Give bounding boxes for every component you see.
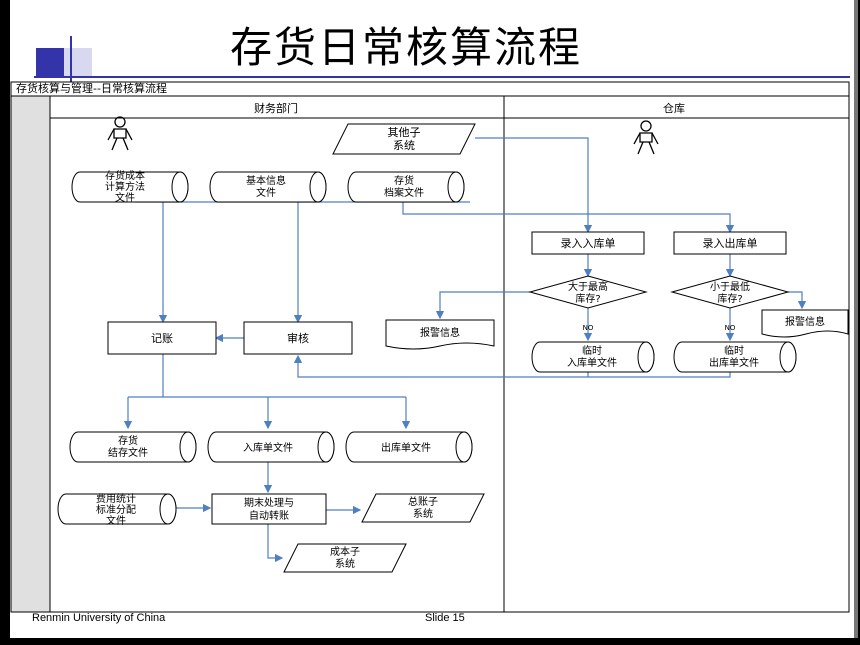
- svg-text:自动转账: 自动转账: [249, 509, 289, 522]
- lane-warehouse-label: 仓库: [663, 101, 685, 115]
- node-basic-info-file: 基本信息 文件: [209, 171, 327, 203]
- node-expense-file: 费用统计 标准分配 文件: [57, 492, 177, 527]
- svg-text:费用统计: 费用统计: [96, 492, 136, 505]
- svg-text:出库单文件: 出库单文件: [709, 356, 759, 369]
- node-other-system: 其他子 系统: [332, 123, 476, 155]
- svg-text:记账: 记账: [151, 332, 173, 345]
- node-bookkeeping: 记账: [107, 321, 217, 355]
- svg-text:小于最低: 小于最低: [710, 280, 750, 293]
- footer-slide-number: Slide 15: [425, 612, 465, 624]
- node-inbound-file: 入库单文件: [207, 431, 335, 463]
- node-temp-outbound: 临时 出库单文件: [673, 341, 797, 373]
- node-audit: 审核: [243, 321, 353, 355]
- svg-text:大于最高: 大于最高: [568, 280, 608, 293]
- title-decoration: [36, 48, 64, 76]
- svg-text:其他子: 其他子: [388, 126, 421, 139]
- svg-text:临时: 临时: [724, 344, 744, 357]
- node-cost-method-file: 存货成本 计算方法 文件: [71, 169, 189, 204]
- svg-text:审核: 审核: [287, 331, 309, 345]
- node-period-end: 期末处理与 自动转账: [211, 493, 327, 525]
- label-no-left: NO: [583, 324, 594, 332]
- lane-finance-label: 财务部门: [254, 101, 298, 115]
- svg-text:文件: 文件: [106, 514, 126, 527]
- node-alert-right: 报警信息: [761, 309, 849, 338]
- svg-text:文件: 文件: [256, 186, 276, 199]
- node-outbound-entry: 录入出库单: [673, 231, 787, 255]
- title-decoration-vline: [70, 36, 72, 84]
- node-inventory-archive: 存货 档案文件: [347, 171, 465, 203]
- svg-text:系统: 系统: [413, 507, 433, 520]
- node-alert-left: 报警信息: [385, 319, 495, 350]
- svg-text:总账子: 总账子: [408, 495, 438, 508]
- svg-text:存货: 存货: [118, 434, 138, 447]
- svg-text:成本子: 成本子: [330, 545, 360, 558]
- slide-title: 存货日常核算流程: [230, 23, 583, 72]
- svg-text:文件: 文件: [115, 191, 135, 204]
- node-ledger-system: 总账子 系统: [361, 493, 485, 523]
- svg-text:基本信息: 基本信息: [246, 174, 286, 187]
- node-outbound-file: 出库单文件: [345, 431, 473, 463]
- footer-university: Renmin University of China: [32, 612, 166, 624]
- svg-text:计算方法: 计算方法: [105, 180, 145, 193]
- svg-text:库存?: 库存?: [717, 292, 742, 305]
- svg-text:入库单文件: 入库单文件: [243, 441, 293, 454]
- svg-text:临时: 临时: [582, 344, 602, 357]
- svg-text:录入出库单: 录入出库单: [703, 236, 758, 250]
- node-temp-inbound: 临时 入库单文件: [531, 341, 655, 373]
- svg-text:结存文件: 结存文件: [108, 446, 148, 459]
- node-ending-stock-file: 存货 结存文件: [69, 431, 197, 463]
- decision-lt-min: 小于最低 库存?: [670, 275, 790, 309]
- slide: 存货日常核算流程 存货核算与管理--日常核算流程 财务部门 仓库: [10, 0, 858, 638]
- svg-text:期末处理与: 期末处理与: [244, 496, 294, 509]
- svg-text:入库单文件: 入库单文件: [567, 356, 617, 369]
- svg-text:存货: 存货: [394, 174, 414, 187]
- actor-icon: [107, 116, 133, 151]
- svg-text:系统: 系统: [335, 557, 355, 570]
- svg-text:档案文件: 档案文件: [384, 186, 424, 199]
- label-no-right: NO: [725, 324, 736, 332]
- flowchart: 存货核算与管理--日常核算流程 财务部门 仓库: [10, 81, 850, 613]
- actor-icon: [633, 120, 659, 155]
- decision-gt-max: 大于最高 库存?: [528, 275, 648, 309]
- svg-text:报警信息: 报警信息: [420, 326, 460, 339]
- svg-text:库存?: 库存?: [575, 292, 600, 305]
- title-decoration-shade: [64, 48, 92, 76]
- svg-text:标准分配: 标准分配: [96, 504, 136, 516]
- node-inbound-entry: 录入入库单: [531, 231, 645, 255]
- diagram-header: 存货核算与管理--日常核算流程: [16, 81, 167, 95]
- svg-text:出库单文件: 出库单文件: [381, 441, 431, 454]
- svg-text:录入入库单: 录入入库单: [561, 237, 616, 250]
- svg-text:存货成本: 存货成本: [105, 169, 145, 182]
- title-decoration-line: [34, 76, 850, 78]
- svg-text:系统: 系统: [393, 139, 415, 152]
- node-cost-system: 成本子 系统: [283, 543, 407, 573]
- svg-text:报警信息: 报警信息: [785, 315, 825, 328]
